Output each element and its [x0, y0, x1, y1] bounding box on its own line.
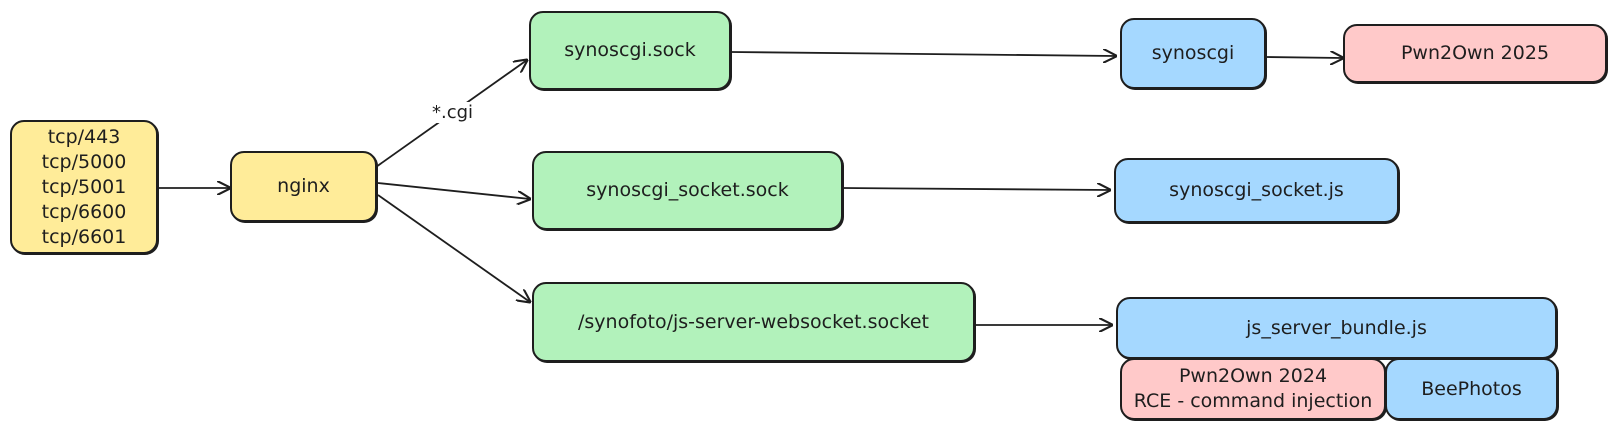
- synoscgi-socket-sock-label: synoscgi_socket.sock: [586, 179, 789, 201]
- edge-nginx-to-synoscgi-socket-sock: [377, 182, 530, 199]
- synoscgi-sock-node: synoscgi.sock: [529, 11, 731, 90]
- edge-synoscgi-sock-to-synoscgi: [730, 52, 1116, 56]
- pwn2own-2024-title: Pwn2Own 2024: [1178, 365, 1328, 387]
- edge-nginx-to-js-server-socket: [377, 194, 530, 302]
- js-server-socket-node: /synofoto/js-server-websocket.socket: [532, 282, 975, 362]
- port-label: tcp/6600: [41, 200, 127, 223]
- edge-label-cgi: *.cgi: [430, 102, 476, 123]
- nginx-node: nginx: [230, 151, 377, 222]
- beephotos-node: BeePhotos: [1385, 358, 1558, 420]
- js-server-bundle-label: js_server_bundle.js: [1246, 316, 1427, 339]
- port-label: tcp/5000: [41, 150, 127, 173]
- js-server-bundle-node: js_server_bundle.js: [1116, 297, 1557, 359]
- pwn2own-2024-detail: RCE - command injection: [1133, 390, 1373, 412]
- synoscgi-label: synoscgi: [1151, 42, 1235, 64]
- synoscgi-socket-js-node: synoscgi_socket.js: [1114, 158, 1399, 223]
- synoscgi-socket-sock-node: synoscgi_socket.sock: [532, 151, 843, 230]
- pwn2own-2025-label: Pwn2Own 2025: [1400, 42, 1550, 64]
- pwn2own-2024-node: Pwn2Own 2024 RCE - command injection: [1120, 358, 1386, 420]
- pwn2own-2025-node: Pwn2Own 2025: [1343, 24, 1607, 83]
- port-label: tcp/443: [47, 125, 121, 148]
- synoscgi-sock-label: synoscgi.sock: [564, 39, 696, 61]
- edge-synoscgi-socket-sock-to-js: [842, 188, 1110, 190]
- edge-synoscgi-to-pwn2own-2025: [1265, 57, 1343, 58]
- synoscgi-socket-js-label: synoscgi_socket.js: [1169, 179, 1344, 201]
- beephotos-label: BeePhotos: [1421, 377, 1522, 400]
- js-server-socket-label: /synofoto/js-server-websocket.socket: [577, 310, 930, 333]
- port-label: tcp/5001: [41, 175, 127, 198]
- ports-node: tcp/443 tcp/5000 tcp/5001 tcp/6600 tcp/6…: [10, 120, 158, 254]
- port-label: tcp/6601: [41, 225, 127, 248]
- synoscgi-node: synoscgi: [1120, 18, 1266, 89]
- nginx-label: nginx: [277, 175, 330, 197]
